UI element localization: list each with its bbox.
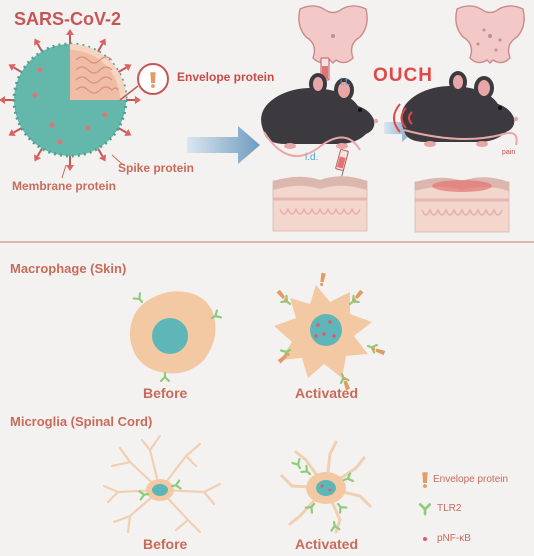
arrow-right-icon	[187, 126, 260, 164]
mouse-tail	[263, 131, 361, 157]
legend-envelope-label: Envelope protein	[433, 474, 509, 485]
sound-waves-icon	[393, 103, 413, 133]
tlr2-receptor-icon	[418, 503, 432, 516]
membrane-pointer	[61, 164, 67, 179]
spinal-cord-icon	[455, 5, 525, 64]
intrathecal-label: i.t.	[340, 77, 351, 88]
microglia-before-label: Before	[143, 536, 188, 552]
legend-pnfkb-label: pNF-κB	[437, 533, 471, 544]
spike-protein-label: Spike protein	[118, 161, 195, 175]
figure-title: SARS-CoV-2	[14, 9, 122, 29]
envelope-protein-label: Envelope protein	[177, 70, 275, 84]
macrophage-before-label: Before	[143, 385, 188, 401]
microglia-activated-label: Activated	[295, 536, 359, 552]
membrane-protein-label: Membrane protein	[12, 179, 117, 193]
microglia-heading: Microglia (Spinal Cord)	[10, 414, 153, 429]
macrophage-heading: Macrophage (Skin)	[10, 261, 127, 276]
skin-tissue-icon	[271, 174, 369, 233]
mouse-icon	[261, 73, 379, 149]
ouch-label: OUCH	[373, 65, 433, 86]
legend-tlr2-label: TLR2	[437, 503, 462, 514]
mouse-tail	[403, 129, 518, 146]
virus-particle	[0, 28, 142, 172]
spike-pointer	[111, 154, 123, 165]
spinal-cord-dots	[476, 28, 502, 52]
macrophage-activated	[274, 272, 386, 391]
macrophage-activated-label: Activated	[295, 385, 359, 401]
envelope-protein-icon	[422, 472, 428, 488]
pain-label: pain	[502, 149, 516, 156]
microglia-before	[102, 434, 222, 534]
macrophage-before	[129, 291, 223, 383]
pnfkb-dot-icon	[423, 537, 427, 541]
envelope-protein-callout	[119, 63, 169, 101]
intradermal-label: i.d.	[305, 152, 319, 163]
microglia-activated	[280, 440, 372, 534]
skin-inflammation	[432, 180, 492, 192]
spinal-cord-icon	[298, 5, 368, 64]
